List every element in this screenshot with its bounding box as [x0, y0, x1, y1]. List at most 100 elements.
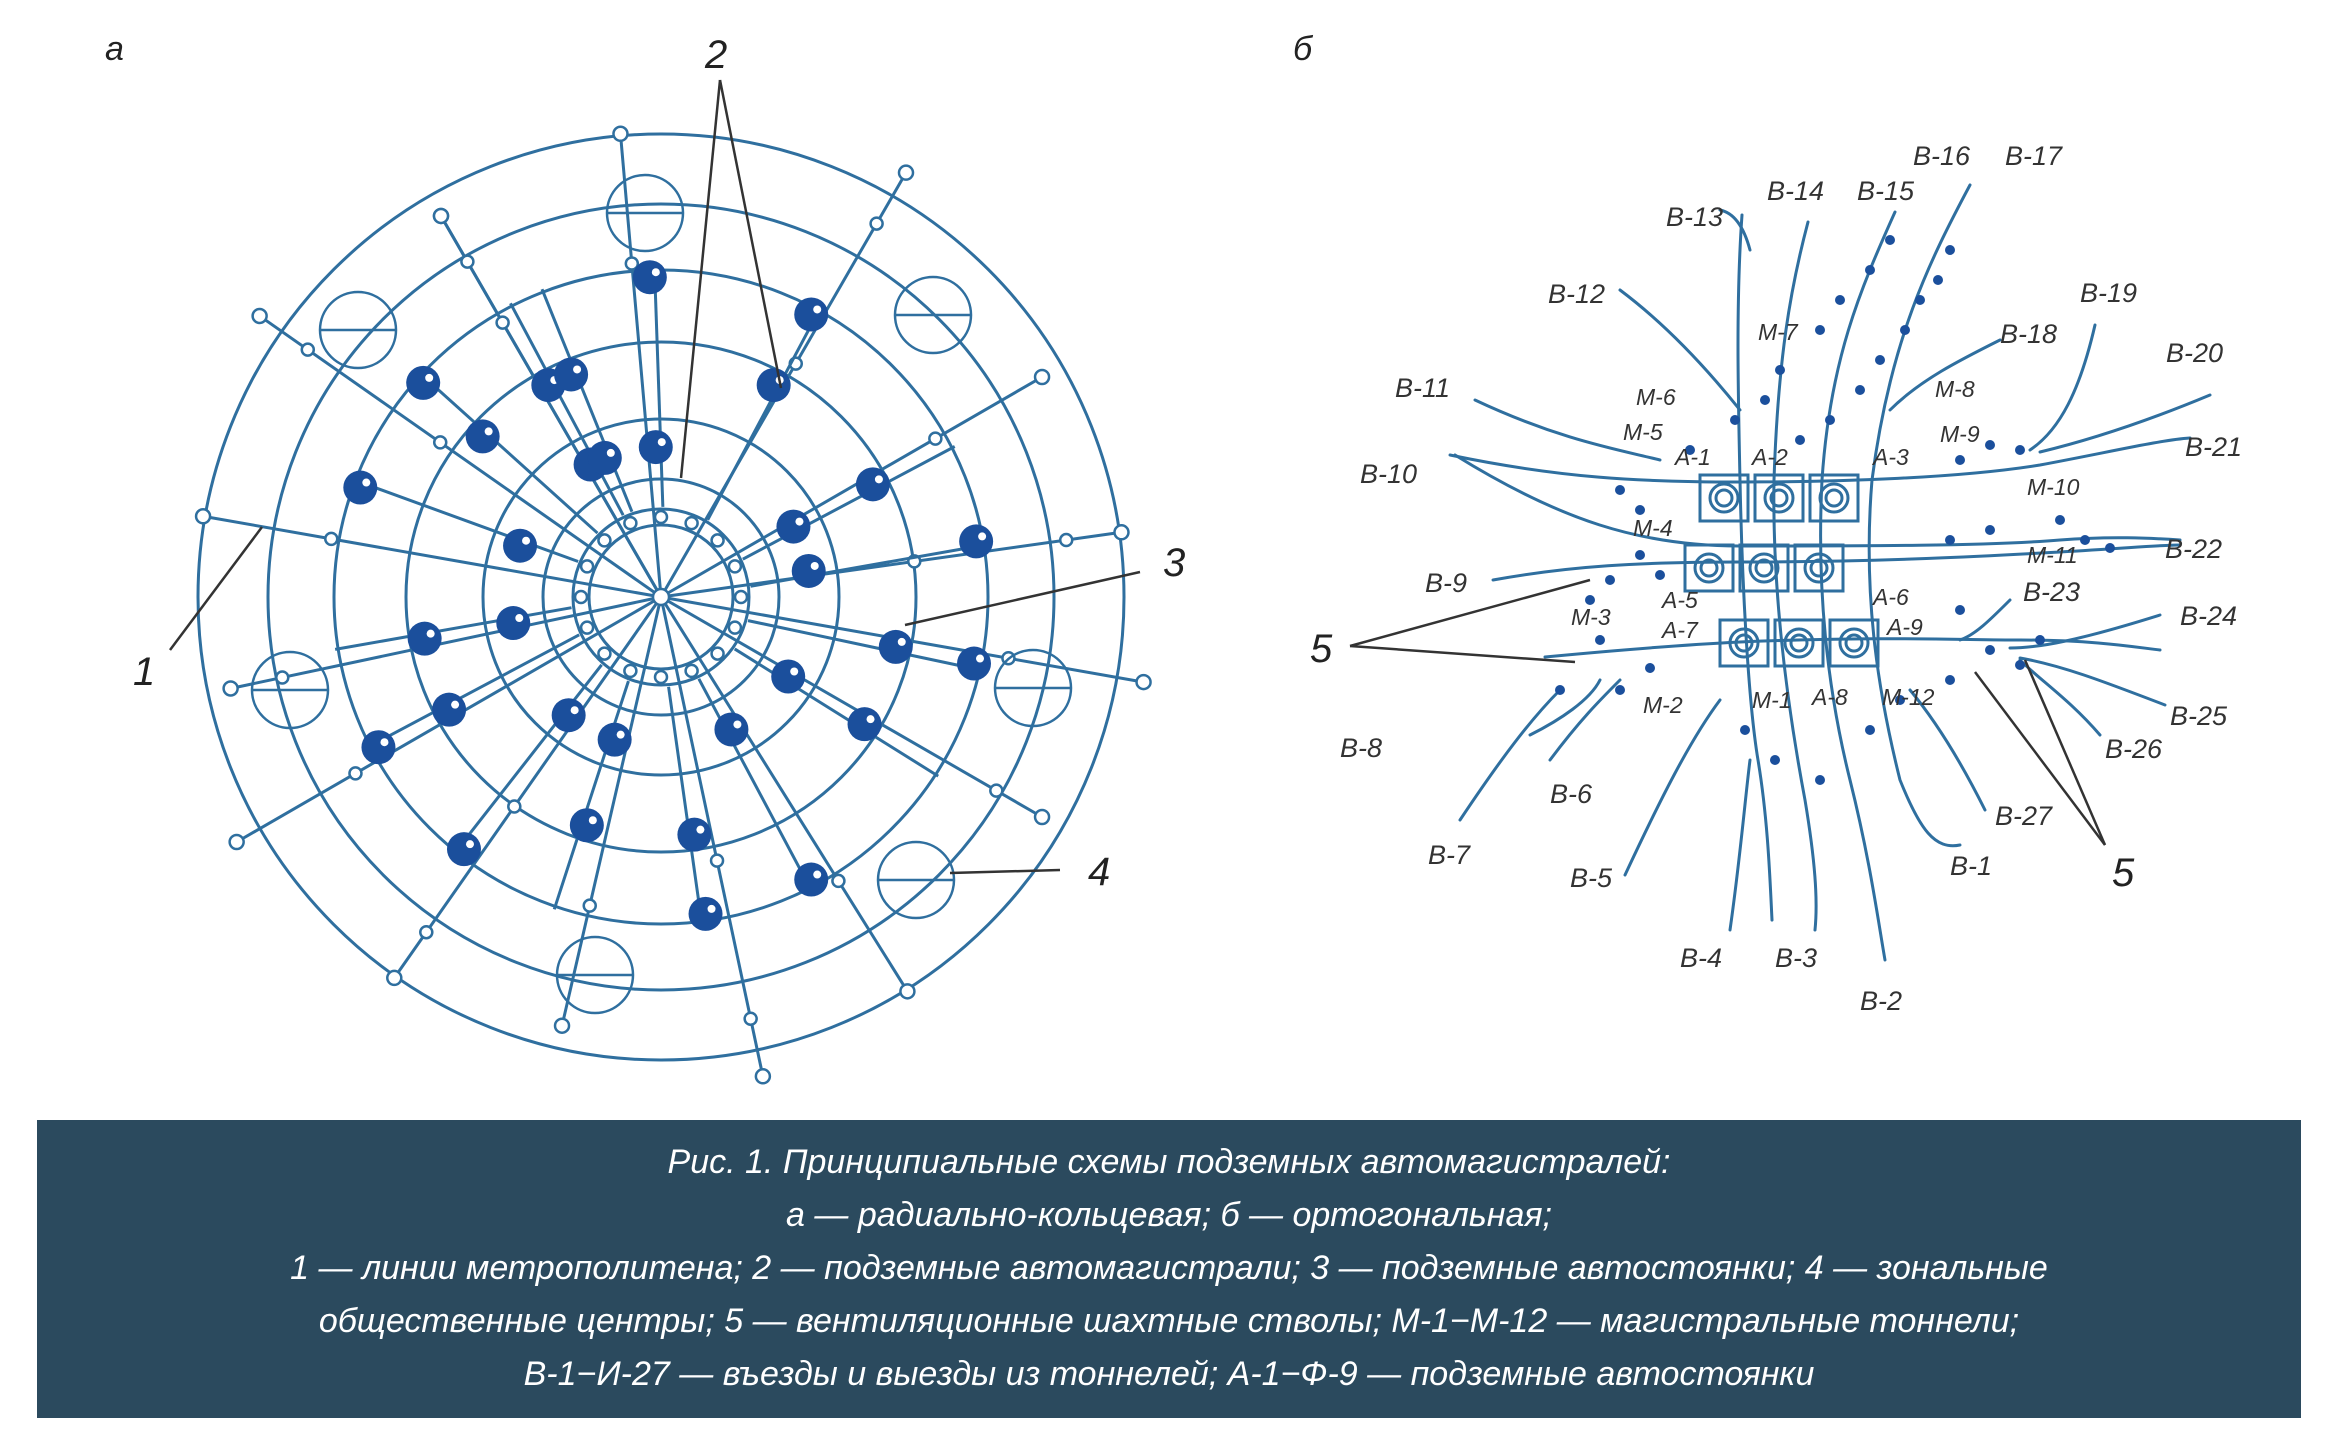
inner-station [623, 663, 638, 679]
panel-label-b: б [1293, 30, 1314, 68]
parking-dot-highlight [573, 365, 582, 374]
leader-2a [679, 79, 722, 479]
metro-terminal [553, 1017, 571, 1034]
ventilation-shaft [1760, 395, 1770, 405]
exit-label: В-3 [1775, 943, 1817, 973]
exit-label: В-11 [1395, 373, 1450, 403]
callout-2: 2 [704, 33, 727, 77]
metro-line [660, 375, 1043, 599]
caption-line-2: а — радиально-кольцевая; б — ортогональн… [786, 1196, 1552, 1234]
caption-line-4: общественные центры; 5 — вентиляционные … [318, 1302, 2020, 1340]
ventilation-shaft [1615, 485, 1625, 495]
ventilation-shaft [1815, 325, 1825, 335]
metro-stations [194, 125, 1152, 1085]
highway-line [747, 619, 984, 672]
parking-dot-highlight [588, 816, 597, 825]
metro-line [258, 314, 662, 599]
branch-b23 [1958, 598, 2012, 642]
inner-station [653, 509, 669, 525]
parking-label: А-2 [1750, 444, 1788, 470]
parking-square [1793, 543, 1845, 593]
highway-line [352, 478, 579, 563]
branch-b25 [2018, 656, 2167, 707]
inner-station [573, 589, 589, 605]
metro-terminal [897, 164, 915, 181]
ventilation-shaft [1915, 295, 1925, 305]
parking-square [1773, 618, 1825, 668]
parking-dot-highlight [425, 373, 434, 382]
tunnel-vertical-2 [1772, 220, 1818, 932]
metro-line [660, 595, 1043, 819]
parking-dot-highlight [810, 561, 819, 570]
parking-ring [1728, 627, 1760, 659]
ventilation-shaft [1955, 455, 1965, 465]
ventilation-shaft [1645, 663, 1655, 673]
parking-dot-highlight [707, 904, 716, 913]
tunnel-label: М-9 [1940, 421, 1980, 447]
caption-line-3: 1 — линии метрополитена; 2 — подземные а… [290, 1249, 2048, 1287]
inner-ring [571, 507, 751, 687]
parking-dot-highlight [484, 427, 493, 436]
exit-label: В-19 [2080, 278, 2137, 308]
parking-dot [407, 621, 442, 656]
outer-ring [196, 132, 1126, 1062]
inner-station [727, 620, 743, 635]
parking-dot-highlight [515, 614, 524, 623]
highway-line [750, 543, 988, 588]
parking-dot [794, 862, 829, 897]
exit-label: В-4 [1680, 943, 1722, 973]
ventilation-shaft [1595, 635, 1605, 645]
exit-label: В-15 [1857, 176, 1915, 206]
highway-line [418, 371, 599, 535]
parking-dot [587, 440, 622, 475]
ventilation-shaft [1875, 355, 1885, 365]
parking-dot [959, 524, 994, 559]
tunnel-label: М-1 [1752, 687, 1792, 713]
ventilation-shaft [2055, 515, 2065, 525]
inner-station [579, 620, 595, 635]
leader-3 [904, 570, 1141, 627]
parking-dot-highlight [657, 438, 666, 447]
exit-label: В-7 [1428, 840, 1471, 870]
ring [266, 202, 1056, 992]
inner-station [710, 533, 725, 548]
tunnel-label: М-6 [1636, 384, 1676, 410]
exit-label: В-24 [2180, 601, 2237, 631]
parking-label: А-8 [1810, 684, 1848, 710]
exit-label: В-6 [1550, 779, 1593, 809]
parking-dot [496, 606, 531, 641]
parking-dot-highlight [874, 475, 883, 484]
inner-station [653, 669, 669, 685]
leader-lines-b [1349, 578, 2107, 846]
metro-terminal [1033, 368, 1051, 386]
metro-station [300, 342, 316, 357]
ventilation-shaft [2015, 660, 2025, 670]
branch-b4 [1728, 758, 1752, 932]
metro-station [831, 873, 846, 889]
leader-5c [1974, 671, 2106, 846]
metro-terminal [1135, 673, 1152, 691]
exit-label: В-26 [2105, 734, 2163, 764]
exit-label: В-10 [1360, 459, 1417, 489]
exit-label: В-25 [2170, 701, 2228, 731]
ventilation-shaft [1795, 435, 1805, 445]
ventilation-shaft [2080, 535, 2090, 545]
radial-lines [202, 133, 1144, 1077]
parking-dot-highlight [426, 629, 435, 638]
leader-5d [2023, 659, 2107, 846]
inner-station [623, 515, 638, 531]
metro-terminal [432, 207, 450, 225]
inner-station [597, 533, 612, 548]
metro-line [660, 530, 1122, 599]
parking-inner-ring [1769, 488, 1789, 508]
branch-b8 [1528, 678, 1602, 737]
parking-ring [1838, 627, 1870, 659]
metro-station [275, 670, 290, 685]
metro-terminal [1033, 808, 1051, 826]
tunnel-label: М-8 [1935, 376, 1975, 402]
highway-line [742, 445, 956, 561]
parking-dot-highlight [733, 720, 742, 729]
inner-station [597, 646, 612, 661]
branch-b26 [2018, 658, 2102, 737]
ventilation-shaft [1985, 645, 1995, 655]
